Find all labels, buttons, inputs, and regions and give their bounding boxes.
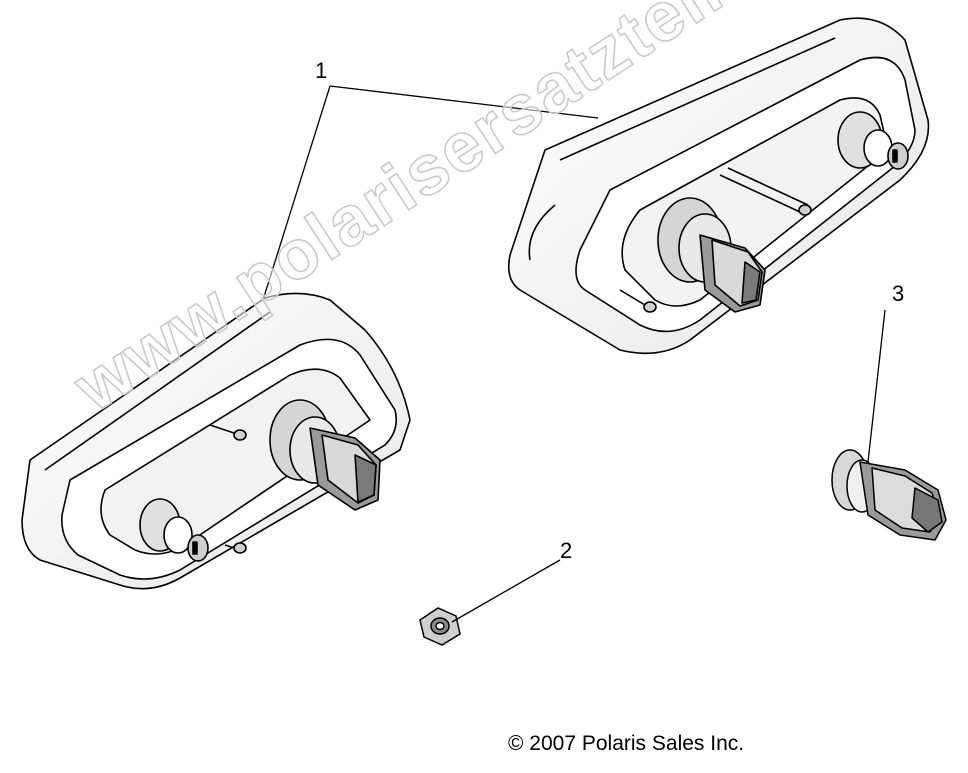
tail-lamp-left (21, 292, 411, 590)
callout-1: 1 (315, 58, 328, 83)
leader-2 (451, 559, 561, 623)
leader-1-b (329, 85, 599, 119)
copyright-text: © 2007 Polaris Sales Inc. (508, 732, 745, 755)
tail-lamp-right-large-socket (657, 197, 766, 313)
leader-1-a (262, 85, 331, 301)
callout-2: 2 (560, 538, 573, 563)
leader-lines (262, 85, 886, 623)
tail-lamp-left-large-socket (269, 399, 381, 511)
tail-lamp-right (507, 17, 930, 355)
bulb-socket (831, 449, 947, 541)
tail-lamp-left-small-socket (139, 498, 209, 562)
hex-nut (419, 607, 461, 646)
tail-lamp-right-small-socket (837, 111, 909, 170)
leader-3 (867, 309, 886, 463)
callout-3: 3 (892, 281, 905, 306)
